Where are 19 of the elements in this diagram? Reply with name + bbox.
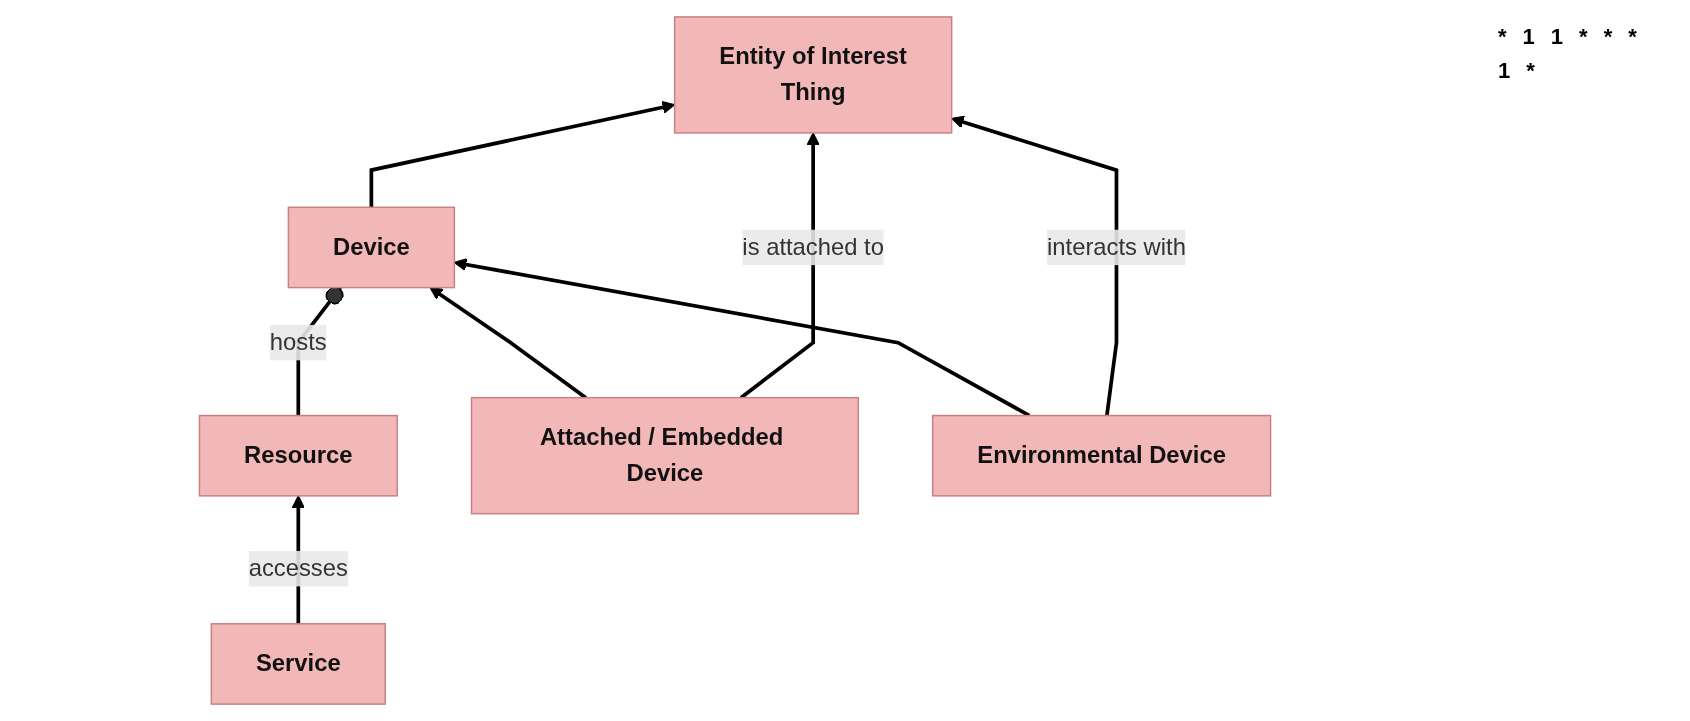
multiplicity-label: *: [1603, 24, 1613, 50]
multiplicity-label: *: [1498, 24, 1507, 50]
edge-label: hosts: [269, 329, 327, 355]
multiplicity-label: *: [1579, 24, 1588, 50]
edge-label: interacts with: [1047, 234, 1186, 260]
node-box: Resource: [198, 414, 398, 497]
node-box: Environmental Device: [931, 414, 1272, 497]
node-box: Attached / Embedded Device: [470, 396, 859, 515]
node-box: Device: [287, 206, 456, 289]
arrow: [951, 115, 1119, 416]
multiplicity-label: *: [1526, 58, 1535, 84]
multiplicity-label: 1: [1550, 24, 1564, 50]
multiplicity-label: 1: [1498, 58, 1511, 84]
multiplicity-label: *: [1628, 24, 1637, 50]
edge-label: accesses: [248, 555, 348, 581]
node-box: Service: [210, 623, 387, 705]
node-box: Entity of Interest Thing: [673, 16, 953, 134]
edge-label: is attached to: [742, 234, 884, 260]
multiplicity-label: 1: [1522, 24, 1535, 50]
